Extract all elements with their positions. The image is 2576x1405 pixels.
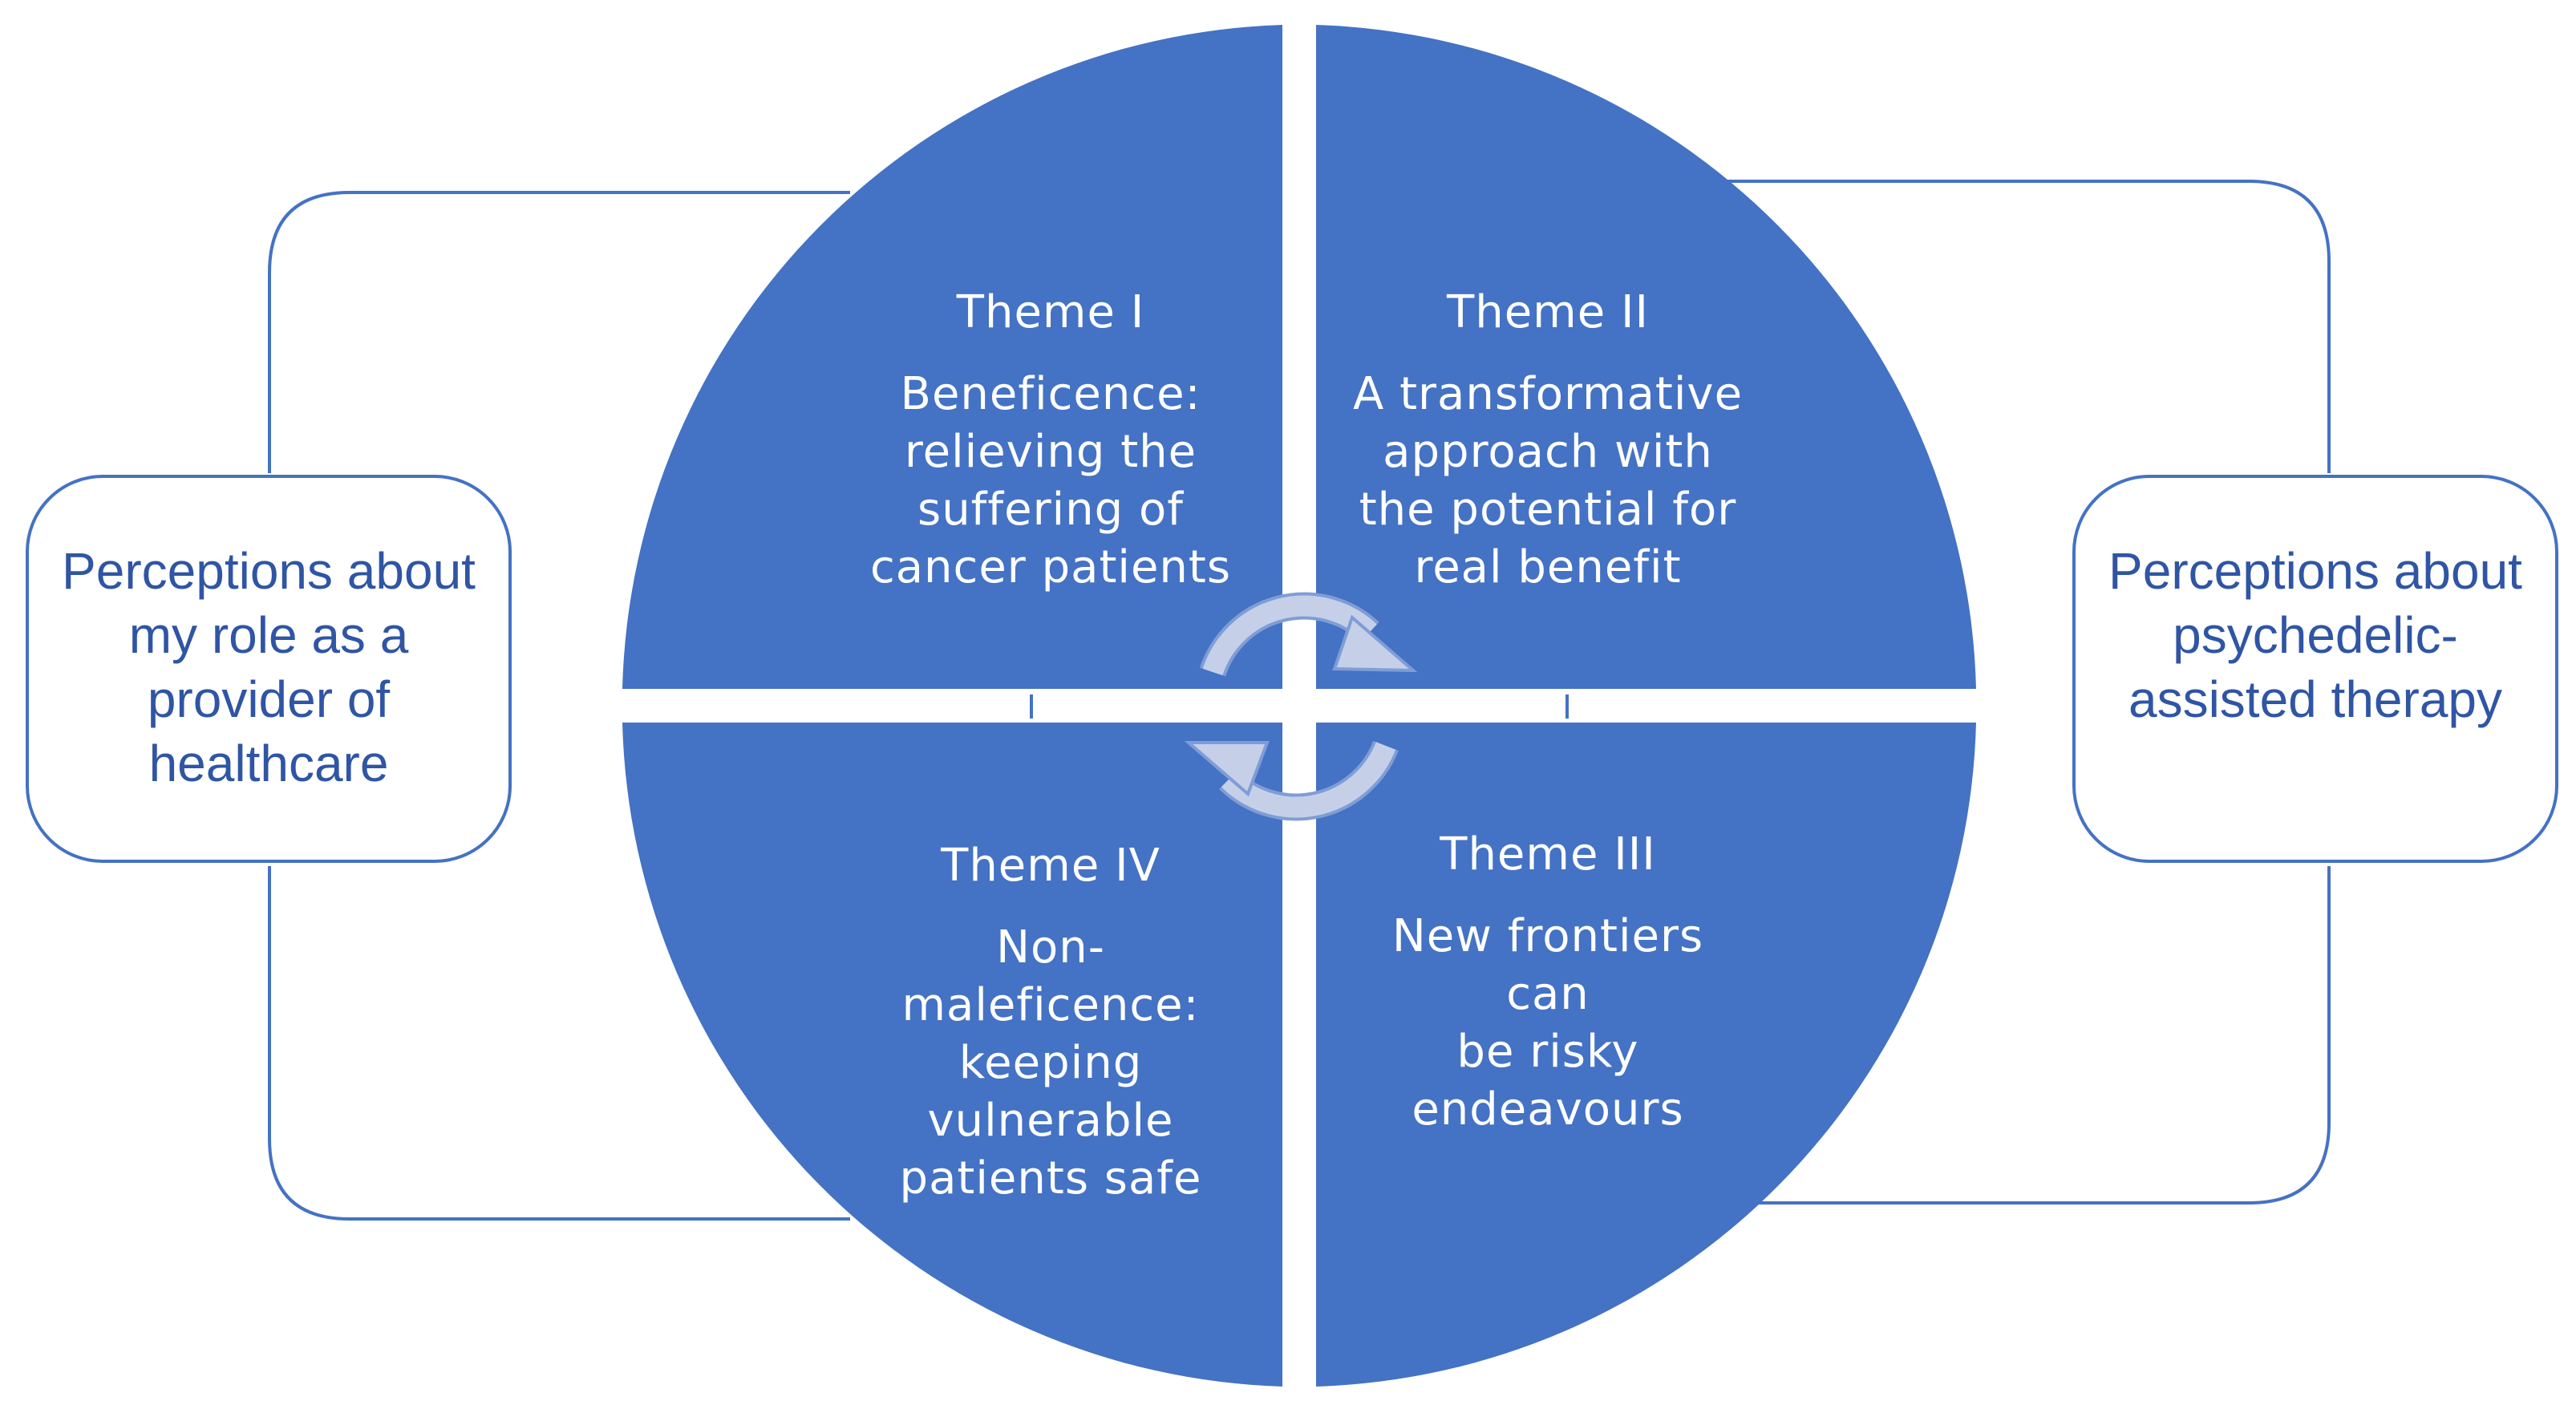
quadrant-theme-1 — [622, 25, 1282, 689]
theme-4-description: Non-maleficence: keeping vulnerable pati… — [899, 921, 1202, 1205]
theme-1-title: Theme I — [956, 286, 1145, 338]
theme-3-title: Theme III — [1440, 828, 1656, 881]
quadrant-theme-4 — [622, 723, 1282, 1387]
left-perception-box: Perceptions about my role as a provider … — [26, 475, 512, 863]
theme-2-description: A transformative approach with the poten… — [1352, 368, 1744, 593]
theme-1-description: Beneficence: relieving the suffering of … — [869, 368, 1232, 593]
right-perception-label: Perceptions about psychedelic- assisted … — [2108, 542, 2522, 728]
quadrant-theme-3 — [1316, 723, 1976, 1387]
theme-1-block: Theme I Beneficence: relieving the suffe… — [850, 284, 1251, 597]
theme-3-description: New frontiers can be risky endeavours — [1391, 910, 1704, 1136]
theme-2-block: Theme II A transformative approach with … — [1347, 284, 1748, 597]
curved-arrow-clockwise-icon — [1184, 740, 1399, 821]
left-perception-label: Perceptions about my role as a provider … — [62, 542, 476, 792]
theme-3-block: Theme III New frontiers can be risky end… — [1347, 826, 1748, 1139]
curved-arrow-clockwise-icon — [1199, 592, 1418, 677]
theme-4-block: Theme IV Non-maleficence: keeping vulner… — [850, 837, 1251, 1208]
quadrant-theme-2 — [1316, 25, 1976, 689]
left-bracket-connector — [268, 191, 850, 1221]
theme-4-title: Theme IV — [941, 840, 1160, 892]
theme-2-title: Theme II — [1447, 286, 1649, 338]
right-perception-box: Perceptions about psychedelic- assisted … — [2072, 475, 2558, 863]
right-bracket-connector — [1716, 180, 2331, 1205]
